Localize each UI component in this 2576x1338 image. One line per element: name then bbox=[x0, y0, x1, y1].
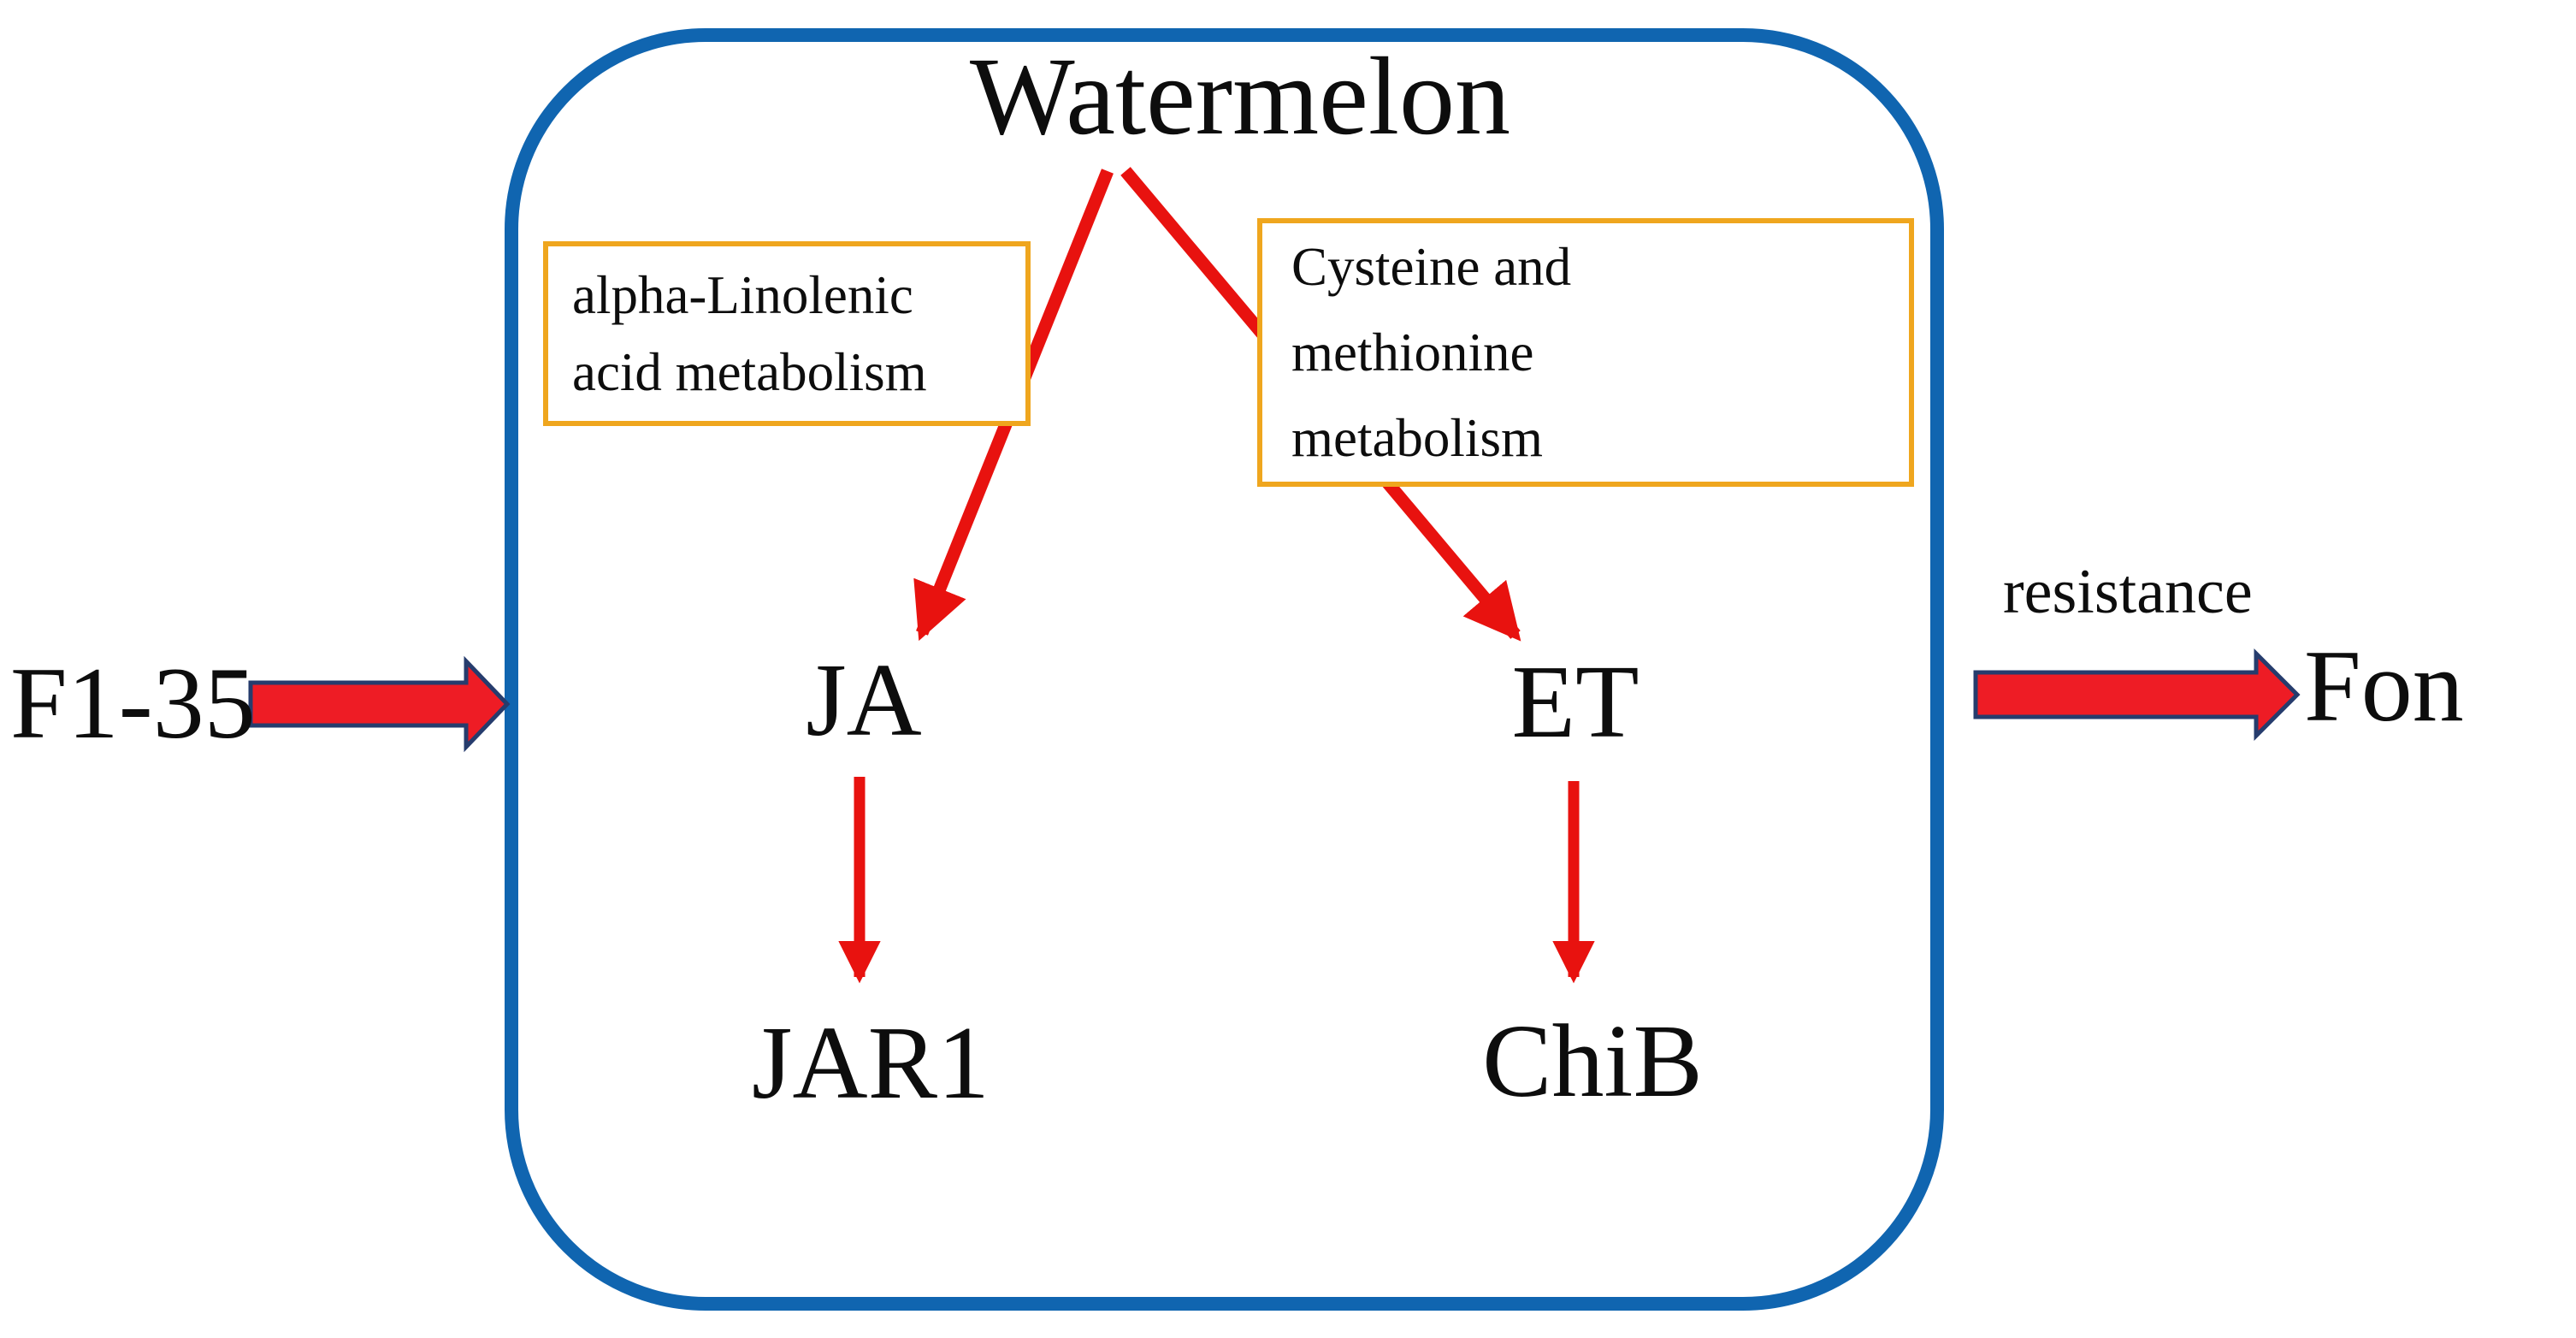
pathway-box-cysteine-methionine: Cysteine and methionine metabolism bbox=[1257, 218, 1914, 487]
block-arrow-resistance-to-fon bbox=[1973, 648, 2301, 742]
node-chib: ChiB bbox=[1482, 1004, 1703, 1119]
pathway-box-line: Cysteine and bbox=[1291, 237, 1572, 297]
pathway-box-line: alpha-Linolenic bbox=[572, 265, 913, 325]
pathway-box-alpha-linolenic: alpha-Linolenic acid metabolism bbox=[543, 241, 1031, 426]
node-et: ET bbox=[1511, 644, 1640, 760]
node-ja: JA bbox=[806, 642, 922, 758]
watermelon-cell-outline bbox=[505, 28, 1944, 1311]
label-f1-35: F1-35 bbox=[10, 646, 256, 760]
pathway-box-line: metabolism bbox=[1291, 408, 1543, 468]
block-arrow-f135-into-cell bbox=[248, 655, 511, 753]
pathway-box-line: methionine bbox=[1291, 323, 1534, 382]
node-jar1: JAR1 bbox=[752, 1005, 990, 1121]
pathway-box-line: acid metabolism bbox=[572, 342, 927, 402]
label-fon: Fon bbox=[2304, 629, 2464, 743]
label-resistance: resistance bbox=[2003, 557, 2253, 627]
diagram-title: Watermelon bbox=[969, 35, 1511, 158]
